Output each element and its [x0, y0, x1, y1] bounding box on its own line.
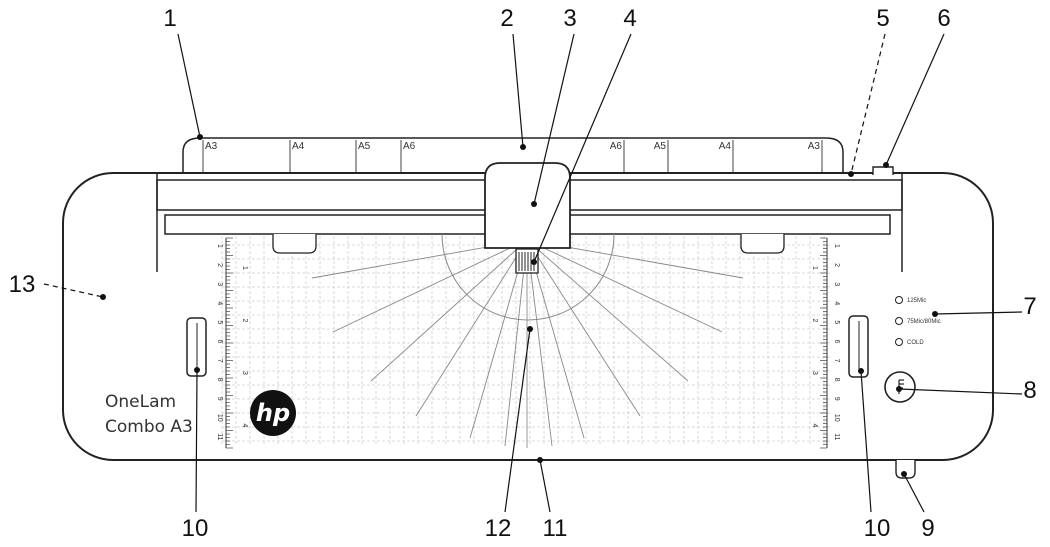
- ruler-number: 6: [216, 340, 223, 344]
- scale-label: A6: [403, 141, 416, 152]
- callout-number: 3: [563, 5, 576, 32]
- scale-label: A5: [358, 141, 371, 152]
- indicator-label: 125Mic: [907, 298, 926, 304]
- led-75mic-icon: [895, 317, 903, 325]
- ruler-number: 2: [216, 263, 223, 267]
- callout-number: 2: [500, 5, 513, 32]
- ruler-number: 2: [811, 319, 818, 323]
- callout-leader-line: [531, 33, 575, 207]
- ruler-number: 4: [833, 301, 840, 305]
- ruler-number: 11: [216, 433, 223, 440]
- ruler-number: 3: [216, 282, 223, 286]
- ruler-number: 9: [833, 397, 840, 401]
- ruler-number: 3: [811, 371, 818, 375]
- callout-leader-line: [932, 311, 1023, 317]
- scale-label: A6: [610, 141, 623, 152]
- callout-number: 6: [937, 5, 950, 32]
- ruler-number: 5: [833, 320, 840, 324]
- ruler-number: 1: [216, 244, 223, 248]
- ruler-number: 7: [833, 359, 840, 363]
- callout-number: 7: [1023, 293, 1036, 320]
- callout-leader-line: [848, 33, 886, 177]
- scale-label: A3: [808, 141, 821, 152]
- callout-leader-line: [858, 368, 872, 513]
- ruler-number: 1: [241, 266, 248, 270]
- callout-leader-line: [504, 326, 533, 513]
- callout-number: 1: [163, 5, 176, 32]
- angle-guide-arc: [441, 233, 615, 321]
- indicator-label: 75Mic/80Mic: [907, 319, 941, 325]
- callout-leader-line: [43, 283, 106, 300]
- ruler-number: 3: [833, 282, 840, 286]
- product-name-line2: Combo A3: [105, 417, 193, 437]
- ruler-number: 8: [216, 378, 223, 382]
- indicator-label: COLD: [907, 340, 924, 346]
- scale-label: A5: [654, 141, 667, 152]
- callout-number: 9: [921, 515, 934, 542]
- ruler-number: 2: [241, 319, 248, 323]
- callout-leader-line: [177, 33, 203, 140]
- scale-label: A3: [205, 141, 218, 152]
- ruler-number: 3: [241, 371, 248, 375]
- callout-number: 11: [543, 515, 568, 542]
- hp-logo-icon: hp: [250, 390, 296, 436]
- ruler-number: 4: [241, 424, 248, 428]
- ruler-number: 7: [216, 359, 223, 363]
- callout-leader-line: [537, 457, 551, 513]
- right-clamp-tab: [740, 234, 785, 254]
- led-125mic-icon: [895, 296, 903, 304]
- product-name-line1: OneLam: [105, 392, 176, 412]
- led-cold-icon: [895, 338, 903, 346]
- callout-number: 8: [1023, 377, 1036, 404]
- callout-leader-line: [901, 471, 925, 513]
- callout-leader-line: [896, 386, 1023, 395]
- cutter-head[interactable]: [484, 162, 571, 249]
- scale-label: A4: [719, 141, 732, 152]
- callout-leader-line: [531, 33, 632, 265]
- ruler-number: 1: [833, 244, 840, 248]
- ruler-number: 11: [833, 433, 840, 440]
- ruler-number: 1: [811, 266, 818, 270]
- ruler-number: 9: [216, 397, 223, 401]
- ruler-number: 6: [833, 340, 840, 344]
- callout-leader-line: [512, 33, 526, 150]
- callout-number: 5: [876, 5, 889, 32]
- ruler-number: 2: [833, 263, 840, 267]
- mode-button[interactable]: [884, 371, 916, 403]
- callout-number: 12: [485, 515, 512, 542]
- svg-text:hp: hp: [256, 399, 290, 427]
- ruler-number: 10: [833, 414, 840, 422]
- paper-feed-tray: [182, 137, 844, 175]
- callout-number: 13: [9, 271, 36, 298]
- callout-leader-line: [883, 33, 945, 168]
- ruler-number: 10: [216, 414, 223, 422]
- paper-size-scale: A3 A4 A5 A6 A6 A5 A4 A3: [202, 140, 823, 172]
- callout-number: 10: [864, 515, 891, 542]
- left-clamp-tab: [272, 234, 317, 254]
- scale-label: A4: [292, 141, 305, 152]
- release-lever[interactable]: [872, 166, 894, 175]
- ruler-number: 4: [216, 301, 223, 305]
- ruler-number: 4: [811, 424, 818, 428]
- ruler-number: 5: [216, 320, 223, 324]
- power-switch[interactable]: [895, 460, 916, 479]
- ruler-number: 8: [833, 378, 840, 382]
- callout-number: 4: [623, 5, 636, 32]
- callout-leader-line: [194, 367, 200, 513]
- callout-number: 10: [182, 515, 209, 542]
